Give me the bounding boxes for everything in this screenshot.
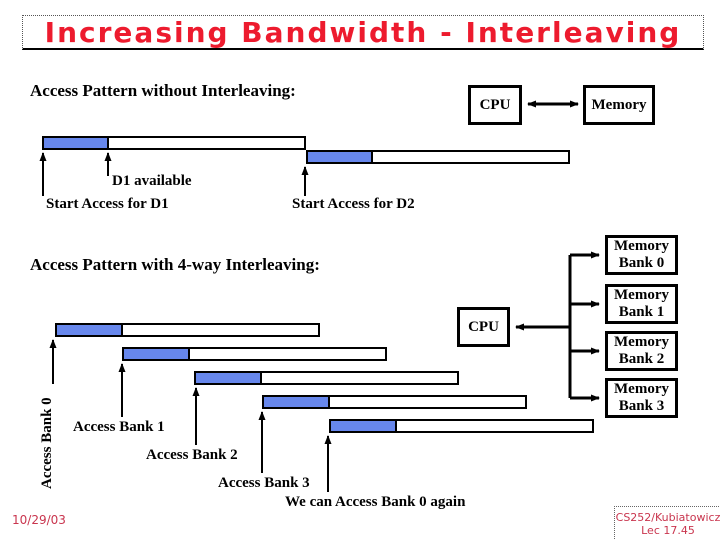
memory-bank0-box: Memory Bank 0	[605, 235, 678, 275]
timeline-bar-bank3	[262, 395, 527, 409]
memory-bank3-line2: Bank 3	[618, 398, 665, 414]
timeline-bar-bank0	[55, 323, 320, 337]
memory-bank2-line2: Bank 2	[618, 351, 665, 367]
start-access-d2-label: Start Access for D2	[292, 196, 415, 212]
memory-bank3-box: Memory Bank 3	[605, 378, 678, 418]
memory-bank1-box: Memory Bank 1	[605, 284, 678, 324]
access-bank3-label: Access Bank 3	[218, 475, 310, 491]
cpu-box: CPU	[468, 85, 522, 125]
footer-credit-box: CS252/Kubiatowicz Lec 17.45	[614, 506, 720, 540]
start-access-d1-label: Start Access for D1	[46, 196, 169, 212]
bar-transfer-segment	[57, 325, 123, 335]
slide-title: Increasing Bandwidth - Interleaving	[44, 15, 682, 49]
timeline-bar-access-d2	[306, 150, 570, 164]
memory-bank1-line2: Bank 1	[618, 304, 665, 320]
section1-heading: Access Pattern without Interleaving:	[30, 81, 296, 100]
cpu2-label: CPU	[468, 318, 499, 335]
access-bank0-vertical-label: Access Bank 0	[39, 397, 55, 489]
timeline-bar-bank2	[194, 371, 459, 385]
memory-bank0-line1: Memory	[614, 238, 669, 254]
memory-bank0-line2: Bank 0	[618, 255, 665, 271]
cpu2-box: CPU	[457, 307, 510, 347]
d1-available-label: D1 available	[112, 173, 192, 189]
memory-bank2-line1: Memory	[614, 334, 669, 350]
access-bank0-again-label: We can Access Bank 0 again	[285, 494, 466, 510]
timeline-bar-access-d1	[42, 136, 306, 150]
cpu-label: CPU	[479, 96, 511, 113]
bar-transfer-segment	[196, 373, 262, 383]
bar-transfer-segment	[44, 138, 109, 148]
footer-date: 10/29/03	[12, 513, 66, 527]
memory-bank2-box: Memory Bank 2	[605, 331, 678, 371]
bar-transfer-segment	[264, 397, 330, 407]
memory-bank1-line1: Memory	[614, 287, 669, 303]
bar-transfer-segment	[308, 152, 373, 162]
section2-heading: Access Pattern with 4-way Interleaving:	[30, 255, 320, 274]
bar-transfer-segment	[331, 421, 397, 431]
footer-course: CS252/Kubiatowicz	[615, 511, 720, 524]
access-bank1-label: Access Bank 1	[73, 419, 165, 435]
memory-label: Memory	[591, 96, 647, 113]
memory-box: Memory	[583, 85, 655, 125]
access-bank2-label: Access Bank 2	[146, 447, 238, 463]
timeline-bar-bank1	[122, 347, 387, 361]
timeline-bar-bank0-again	[329, 419, 594, 433]
memory-bank3-line1: Memory	[614, 381, 669, 397]
bar-transfer-segment	[124, 349, 190, 359]
slide-title-box: Increasing Bandwidth - Interleaving	[22, 15, 704, 50]
footer-lecture: Lec 17.45	[641, 524, 695, 537]
